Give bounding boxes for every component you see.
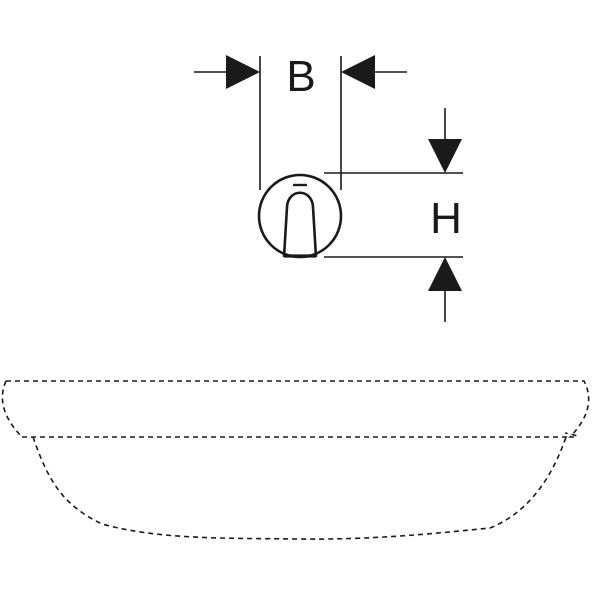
height-dimension: H: [324, 108, 463, 322]
spout-front-view: [257, 173, 343, 259]
spout-outlet-outline: [282, 191, 318, 258]
width-arrow-right: [341, 55, 375, 89]
basin-left-rim: [1, 380, 23, 438]
spout-rosette-circle: [257, 173, 343, 259]
basin-outline: [1, 380, 590, 540]
basin-bowl: [32, 436, 567, 540]
width-dimension: B: [194, 52, 407, 190]
width-label: B: [286, 52, 315, 101]
height-label: H: [430, 194, 462, 243]
height-arrow-top: [428, 139, 462, 173]
width-arrow-left: [226, 55, 260, 89]
basin-top-rim: [6, 380, 590, 438]
height-arrow-bottom: [428, 257, 462, 291]
